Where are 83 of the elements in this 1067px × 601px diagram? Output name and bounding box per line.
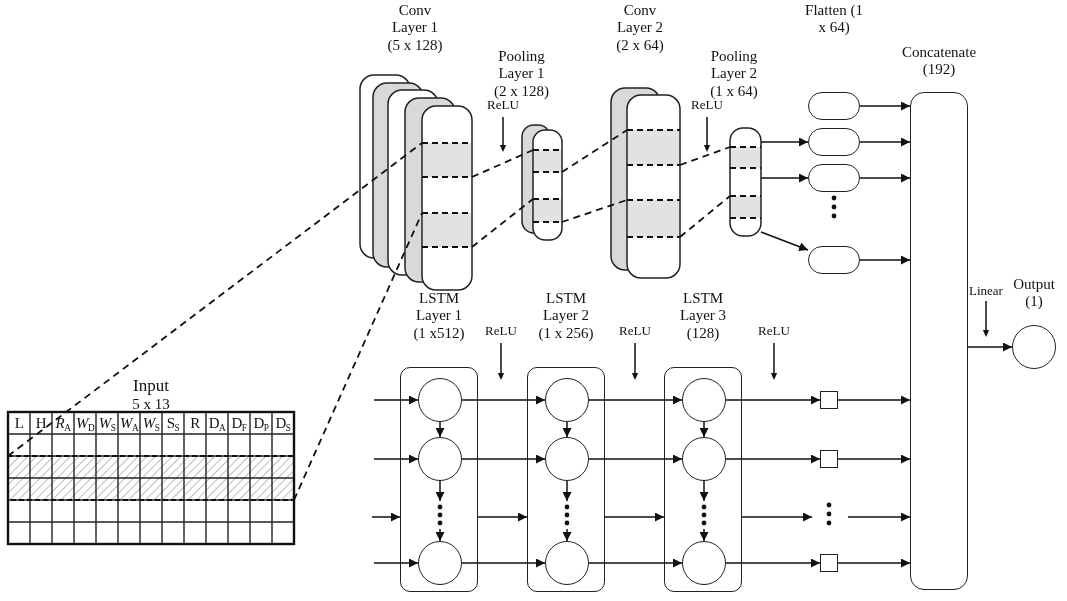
layer-heading: Pooling Layer 2 (1 x 64): [709, 48, 759, 100]
column-header: H: [34, 414, 48, 433]
arrow: [373, 558, 419, 568]
arrow: [837, 454, 911, 464]
column-header: D$_{P}$: [252, 414, 270, 434]
flatten-unit-pill: [808, 92, 860, 120]
arrow: [435, 421, 445, 438]
column-header: W$_{S}$: [97, 414, 117, 434]
column-header: W$_{A}$: [118, 414, 140, 434]
arrow: [604, 512, 665, 522]
projection-line: [561, 129, 628, 173]
projection-line: [561, 199, 628, 223]
output-unit-box: [820, 554, 838, 572]
activation-label: ReLU: [618, 324, 652, 339]
flatten-unit-pill: [808, 164, 860, 192]
arrow: [435, 528, 445, 542]
arrow: [837, 558, 911, 568]
arrow: [373, 395, 419, 405]
layer-heading: Output (1): [1012, 276, 1056, 311]
projection-line: [679, 146, 731, 166]
arrow: [461, 454, 546, 464]
arrow: [859, 255, 911, 265]
arrow: [461, 558, 546, 568]
arrow: [847, 512, 911, 522]
layer-heading: LSTM Layer 2 (1 x 256): [537, 290, 595, 342]
projection-line: [7, 142, 423, 457]
column-header: R: [189, 414, 201, 433]
projection-line: [471, 198, 534, 248]
arrow: [725, 558, 821, 568]
arrow: [699, 421, 709, 438]
table-heading: Input: [132, 376, 170, 396]
arrow: [725, 454, 821, 464]
arrow: [373, 454, 419, 464]
output-unit-box: [820, 391, 838, 409]
column-header: S$_{S}$: [165, 414, 181, 434]
flatten-unit-pill: [808, 246, 860, 274]
column-header: D$_{A}$: [207, 414, 227, 434]
column-header: R$_{A}$: [54, 414, 72, 434]
projection-line: [679, 195, 731, 238]
arrow: [760, 231, 809, 251]
arrow: [588, 454, 683, 464]
arrow: [837, 395, 911, 405]
arrow: [588, 558, 683, 568]
layer-heading: LSTM Layer 1 (1 x512): [412, 290, 466, 342]
arrow: [760, 173, 809, 183]
flatten-unit-pill: [808, 128, 860, 156]
column-header: D$_{F}$: [230, 414, 248, 434]
arrow: [562, 528, 572, 542]
arrow: [967, 342, 1013, 352]
layer-heading: Flatten (1 x 64): [804, 2, 864, 37]
arrow: [562, 421, 572, 438]
arrow: [461, 395, 546, 405]
arrow: [859, 137, 911, 147]
layer-heading: Pooling Layer 1 (2 x 128): [493, 48, 550, 100]
arrow: [588, 395, 683, 405]
arrow: [477, 512, 528, 522]
projection-line: [471, 149, 534, 178]
activation-label: ReLU: [484, 324, 518, 339]
arrow: [699, 528, 709, 542]
output-unit-box: [820, 450, 838, 468]
arrow: [760, 137, 809, 147]
activation-label: ReLU: [486, 98, 520, 113]
arrow: [435, 480, 445, 502]
layer-heading: LSTM Layer 3 (128): [678, 290, 728, 342]
projection-line: [293, 212, 423, 501]
arrow: [699, 480, 709, 502]
layer-heading: Conv Layer 2 (2 x 64): [615, 2, 665, 54]
activation-label: ReLU: [690, 98, 724, 113]
activation-label: ReLU: [757, 324, 791, 339]
arrow: [741, 512, 813, 522]
column-header: L: [13, 414, 25, 433]
arrow: [859, 173, 911, 183]
arrow: [725, 395, 821, 405]
column-header: D$_{S}$: [274, 414, 292, 434]
arrow: [859, 101, 911, 111]
layer-heading: Conv Layer 1 (5 x 128): [386, 2, 444, 54]
table-heading: 5 x 13: [131, 395, 171, 413]
activation-label: Linear: [968, 284, 1004, 299]
column-header: W$_{S}$: [141, 414, 161, 434]
arrow: [562, 480, 572, 502]
arrow: [371, 512, 401, 522]
column-header: W$_{D}$: [74, 414, 96, 434]
layer-heading: Concatenate (192): [900, 44, 978, 79]
